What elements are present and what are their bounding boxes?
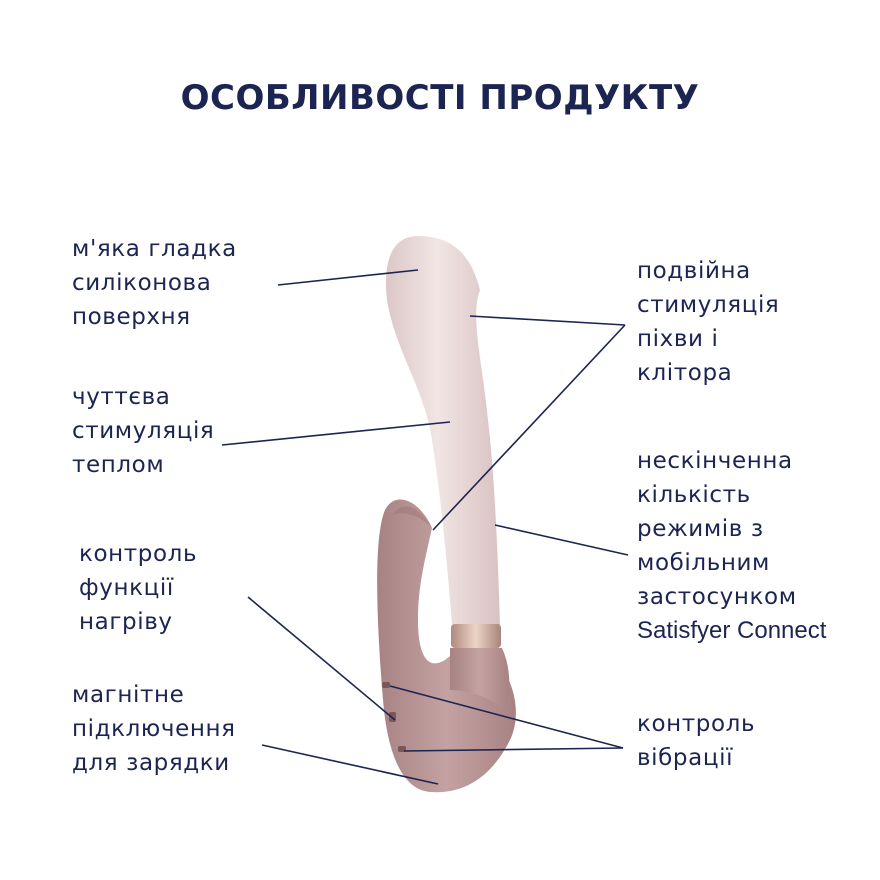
handle-body xyxy=(377,499,516,793)
feature-warming: чуттєва стимуляція теплом xyxy=(72,384,215,478)
feature-app-modes: нескінченна кількість режимів з мобільни… xyxy=(637,448,827,644)
feature-magnetic-charging: магнітне підключення для зарядки xyxy=(72,682,236,776)
page-title: ОСОБЛИВОСТІ ПРОДУКТУ xyxy=(180,78,700,118)
leader-lines xyxy=(221,269,629,785)
metal-ring xyxy=(451,624,501,648)
feature-soft-silicone: м'яка гладка силіконова поверхня xyxy=(72,236,237,330)
feature-dual-stimulation: подвійна стимуляція піхви і клітора xyxy=(637,258,780,386)
vibration-button-plus xyxy=(382,682,390,688)
feature-heat-control: контроль функції нагріву xyxy=(79,541,198,635)
feature-vibration-control: контроль вібрації xyxy=(637,711,756,771)
shaft-body xyxy=(385,236,500,625)
